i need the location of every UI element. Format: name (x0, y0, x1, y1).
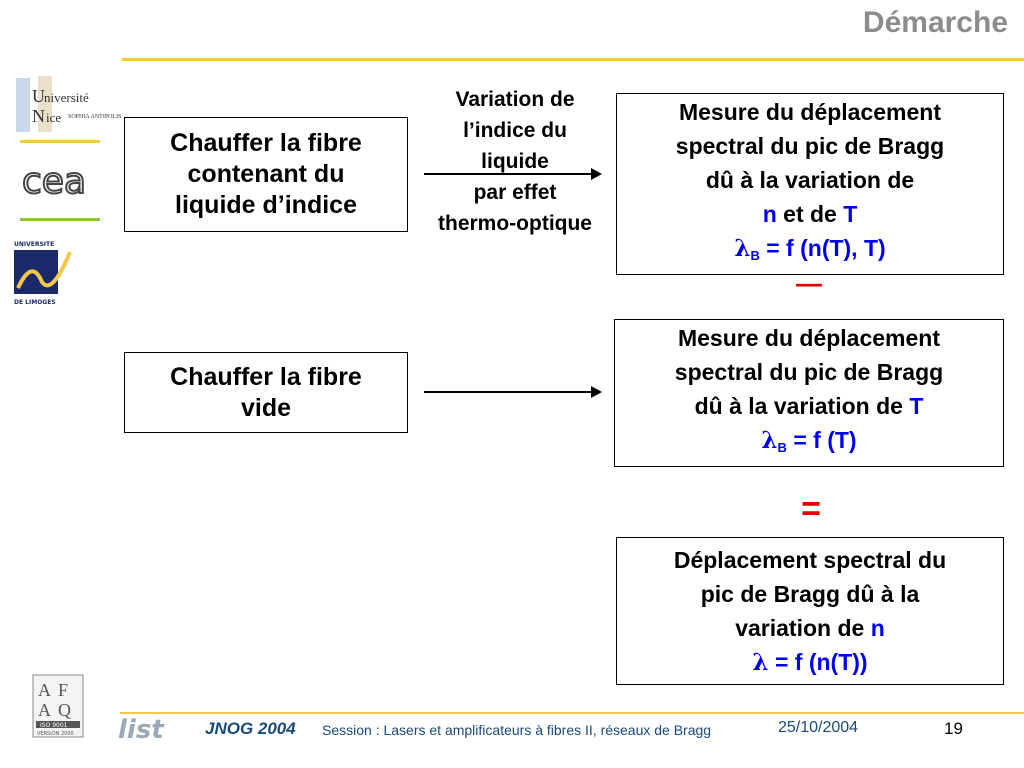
equals-operator: = (801, 490, 821, 528)
lambda-symbol-3: λ (752, 648, 769, 676)
logo-divider-green (20, 218, 100, 221)
var-n-3: n (870, 614, 885, 641)
title-rule (122, 58, 1024, 61)
footer-date: 25/10/2004 (778, 719, 859, 736)
universite-limoges-logo: UNIVERSITE DE LIMOGES (14, 241, 72, 306)
footer-rule (120, 712, 1024, 714)
arrow-label-line-4: par effet (473, 181, 557, 204)
measure2-line-1: Mesure du déplacement (677, 325, 941, 351)
measure2-line-2: spectral du pic de Bragg (674, 359, 944, 385)
formula-2-text: = f (T) (786, 427, 857, 453)
result-line-1: Déplacement spectral du (673, 546, 947, 573)
result-line-2: pic de Bragg dû à la (700, 580, 920, 607)
arrow-label-line-1: Variation de (455, 88, 575, 111)
formula-2: λB = f (T) (761, 423, 856, 465)
nice-logo-word1: niversité (44, 90, 89, 105)
universite-nice-logo: U niversité N ice SOPHIA ANTIPOLIS (16, 76, 122, 132)
cea-logo: cea (21, 160, 87, 202)
measure-T-box: Mesure du déplacement spectral du pic de… (614, 319, 1004, 467)
lambda-subscript: B (750, 248, 760, 263)
result-line-3: variation de n (735, 611, 885, 645)
var-n: n (762, 201, 777, 227)
formula-1: λB = f (n(T), T) (734, 231, 885, 273)
measure1-line-1: Mesure du déplacement (678, 99, 942, 125)
afaq-letter-1: A (38, 680, 51, 700)
formula-3: λ = f (n(T)) (752, 645, 867, 680)
measure1-line-3: dû à la variation de (705, 167, 915, 193)
list-logo: list (118, 715, 165, 744)
slide-title: Démarche (862, 6, 1008, 39)
lambda-symbol: λ (734, 235, 751, 262)
afaq-letter-2: F (58, 680, 68, 700)
cea-logo-text: cea (22, 161, 86, 202)
svg-text:N: N (32, 106, 45, 126)
arrow-middle (424, 386, 602, 398)
arrow-label-line-5: thermo-optique (438, 212, 592, 235)
afaq-letter-4: Q (58, 700, 71, 720)
footer-conference: JNOG 2004 (205, 719, 296, 738)
measure2-line-3: dû à la variation de T (695, 389, 924, 423)
arrow-label-line-3: liquide (481, 150, 549, 173)
measure1-line-2: spectral du pic de Bragg (675, 133, 945, 159)
afaq-logo: A F A Q ISO 9001 VERSION 2000 (32, 674, 84, 738)
minus-operator: — (796, 268, 822, 298)
measure2-line-3-prefix: dû à la variation de (694, 393, 910, 419)
nice-logo-word2: ice (46, 110, 61, 125)
limoges-top: UNIVERSITE (14, 241, 54, 248)
arrow-label-line-2: l’indice du (463, 119, 567, 142)
formula-3-text: = f (n(T)) (768, 648, 868, 675)
lambda-subscript-2: B (777, 440, 787, 455)
afaq-letter-3: A (38, 700, 51, 720)
limoges-bottom: DE LIMOGES (14, 299, 56, 306)
heat-filled-line-3: liquide d’indice (175, 191, 357, 219)
var-T-2: T (909, 393, 924, 419)
list-logo-text: list (118, 715, 165, 744)
heat-filled-line-1: Chauffer la fibre (170, 129, 362, 157)
et-de: et de (776, 201, 844, 227)
var-T: T (843, 201, 858, 227)
heat-filled-line-2: contenant du (187, 160, 345, 188)
lambda-symbol-2: λ (761, 427, 778, 454)
page-number: 19 (944, 719, 963, 738)
heat-filled-fiber-box: Chauffer la fibre contenant du liquide d… (124, 117, 408, 232)
result-line-3-prefix: variation de (735, 614, 871, 641)
measure1-line-4: n et de T (763, 197, 858, 231)
measure-n-and-T-box: Mesure du déplacement spectral du pic de… (616, 93, 1004, 275)
footer-session: Session : Lasers et amplificateurs à fib… (322, 722, 712, 738)
logo-divider-yellow (20, 140, 100, 143)
formula-1-text: = f (n(T), T) (759, 235, 886, 261)
afaq-version: VERSION 2000 (37, 731, 74, 737)
heat-empty-line-2: vide (240, 393, 292, 422)
arrow-top (424, 168, 602, 180)
nice-logo-sub: SOPHIA ANTIPOLIS (68, 114, 122, 120)
svg-text:U: U (32, 86, 45, 106)
heat-empty-fiber-box: Chauffer la fibre vide (124, 352, 408, 433)
heat-empty-line-1: Chauffer la fibre (170, 362, 362, 391)
result-n-box: Déplacement spectral du pic de Bragg dû … (616, 537, 1004, 685)
arrow-label: Variation de l’indice du liquide par eff… (410, 84, 620, 239)
afaq-iso: ISO 9001 (40, 722, 68, 729)
